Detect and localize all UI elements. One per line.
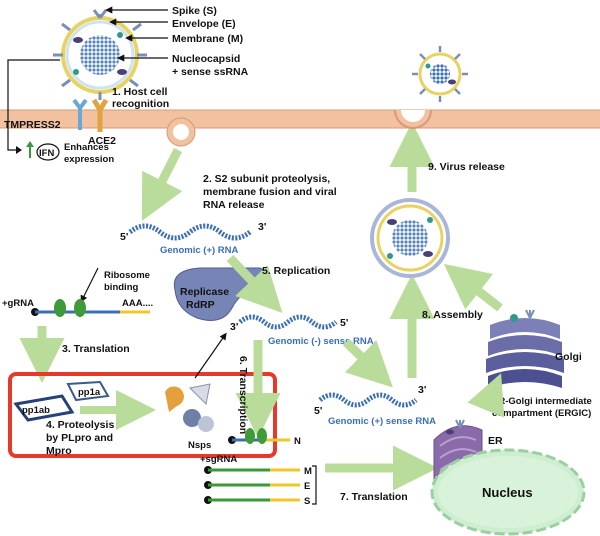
label-sgrna: +sgRNA	[200, 454, 237, 465]
step-7: 7. Translation	[340, 491, 408, 503]
step-2-line3: RNA release	[203, 199, 265, 211]
label-ace2: ACE2	[88, 135, 116, 147]
genomic-minus-rna-strand	[238, 314, 338, 330]
label-ifn: IFN	[39, 148, 54, 159]
label-envelope: Envelope (E)	[172, 18, 236, 30]
nucleus	[430, 448, 586, 536]
label-enhances: Enhances	[64, 142, 109, 153]
label-sgrna-m: M	[304, 466, 312, 477]
step-6: 6. Transcription	[237, 356, 249, 434]
arrow-to-replicase	[194, 332, 227, 379]
arrow-step-2	[141, 147, 183, 222]
label-sgrna-e: E	[304, 481, 310, 492]
label-membrane: Membrane (M)	[172, 33, 243, 45]
pp1ab-polyprotein	[13, 394, 75, 422]
arrow-replication-2	[342, 338, 393, 388]
step-1-line2: recognition	[112, 98, 169, 110]
step-3: 3. Translation	[62, 343, 130, 355]
rna2-5prime: 5'	[340, 317, 348, 329]
exocytosis-vesicle	[394, 109, 432, 129]
step-5: 5. Replication	[262, 265, 330, 277]
ifn-feedback-line	[7, 59, 60, 151]
label-pp1ab: pp1ab	[22, 405, 50, 416]
label-grna: +gRNA	[2, 298, 34, 309]
label-expression: expression	[64, 154, 114, 165]
ifn-badge	[36, 143, 60, 161]
label-spike: Spike (S)	[172, 5, 217, 17]
endosome-entry	[166, 117, 196, 147]
label-ergic-line1: ER-Golgi intermediate	[492, 396, 592, 407]
label-replicase: Replicase	[180, 286, 229, 298]
virion-incoming	[53, 9, 147, 100]
genomic-plus-sense-rna-strand	[318, 392, 418, 408]
sgrna-n-strand	[228, 428, 290, 444]
label-sgrna-n: N	[294, 436, 301, 447]
tmpress2-receptor	[72, 98, 88, 130]
rna3-5prime: 5'	[314, 405, 322, 417]
arrow-ribosome-binding	[80, 267, 99, 303]
sgrna-bracket	[312, 465, 317, 505]
grna-translation-strand	[31, 299, 150, 317]
step-2-line1: 2. S2 subunit proteolysis,	[203, 173, 330, 185]
label-genomic-plus-rna: Genomic (+) RNA	[160, 245, 239, 256]
step-1-line1: 1. Host cell	[112, 86, 168, 98]
label-binding: binding	[104, 282, 138, 293]
genomic-plus-rna-strand	[128, 223, 252, 241]
label-genomic-plus-sense-rna: Genomic (+) sense RNA	[328, 416, 436, 427]
label-genomic-minus-rna: Genomic (-) sense RNA	[268, 336, 374, 347]
arrow-golgi-to-virion	[443, 263, 503, 312]
label-ergic-line2: compartment (ERGIC)	[492, 408, 591, 419]
cell-membrane	[0, 109, 600, 129]
step-4-line3: Mpro	[46, 445, 72, 457]
sgrna-e-strand	[204, 481, 300, 489]
label-ssrna: + sense ssRNA	[172, 66, 249, 78]
virion-assembled	[370, 198, 450, 278]
step-8: 8. Assembly	[422, 309, 483, 321]
label-rdrp: RdRP	[186, 299, 215, 311]
label-nucleocapsid: Nucleocapsid	[172, 53, 240, 65]
rna2-3prime: 3'	[230, 321, 238, 333]
sgrna-s-strand	[204, 496, 300, 504]
label-polya: AAA....	[122, 298, 153, 309]
rna1-3prime: 3'	[258, 221, 266, 233]
label-nucleus: Nucleus	[482, 485, 533, 500]
nsps-proteins	[165, 383, 214, 432]
label-tmpress2: TMPRESS2	[4, 119, 61, 131]
virion-released	[412, 46, 468, 102]
golgi-apparatus	[486, 309, 564, 388]
ace2-receptor	[91, 98, 109, 132]
label-golgi: Golgi	[555, 351, 582, 363]
step-4-line2: by PLpro and	[46, 432, 113, 444]
rna3-3prime: 3'	[418, 384, 426, 396]
label-er: ER	[488, 435, 503, 447]
step-4-line1: 4. Proteolysis	[46, 419, 114, 431]
label-pp1a: pp1a	[78, 387, 101, 398]
label-nsps: Nsps	[188, 440, 211, 451]
arrow-step-5	[226, 254, 283, 314]
step-2-line2: membrane fusion and viral	[203, 186, 337, 198]
step-9: 9. Virus release	[428, 161, 505, 173]
label-ribosome: Ribosome	[104, 270, 150, 281]
label-sgrna-s: S	[304, 496, 310, 507]
sgrna-m-strand	[204, 466, 300, 474]
pp1a-polyprotein	[66, 380, 110, 402]
rna1-5prime: 5'	[120, 231, 128, 243]
arrow-er-to-golgi	[467, 373, 505, 418]
